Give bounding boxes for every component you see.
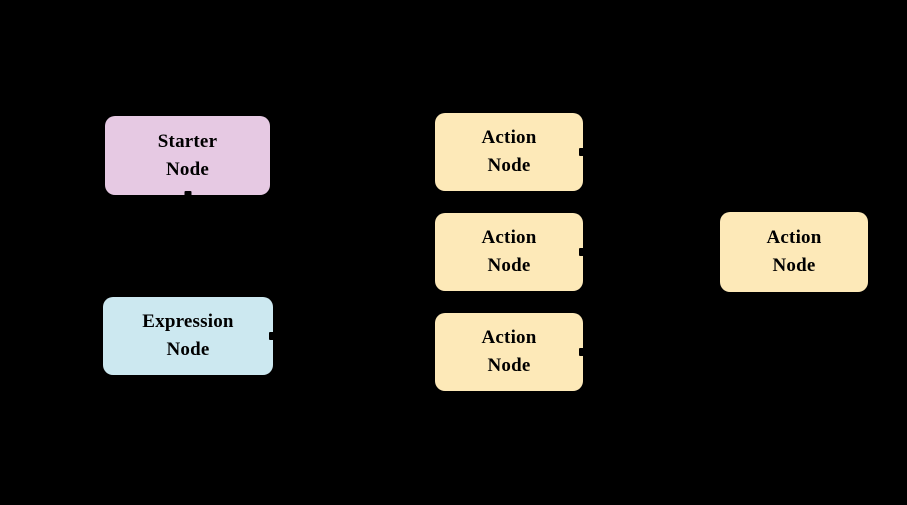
- node-label-line-1: Action: [481, 227, 537, 249]
- node-connection-port-right[interactable]: [269, 332, 275, 340]
- node-label-line-1: Action: [481, 127, 537, 149]
- edge-expression-to-action-3: [273, 334, 436, 353]
- node-label-line-1: Expression: [142, 311, 234, 333]
- edge-expression-to-action-2: [273, 251, 436, 336]
- node-connection-port-right[interactable]: [579, 348, 585, 356]
- node-label-line-1: Action: [481, 327, 537, 349]
- node-label-line-2: Node: [165, 158, 210, 180]
- node-connection-port-bottom[interactable]: [184, 191, 191, 197]
- node-label-line-2: Node: [166, 339, 210, 360]
- node-label-line-2: Node: [487, 355, 531, 376]
- node-label-line-2: Node: [772, 255, 816, 276]
- node-label-line-1: Starter: [157, 130, 218, 152]
- node-connection-port-right[interactable]: [579, 248, 585, 256]
- node-label-line-2: Node: [487, 255, 531, 276]
- node-label-line-2: Node: [487, 155, 531, 176]
- node-connection-port-right[interactable]: [579, 148, 585, 156]
- node-label-line-1: Action: [766, 227, 822, 249]
